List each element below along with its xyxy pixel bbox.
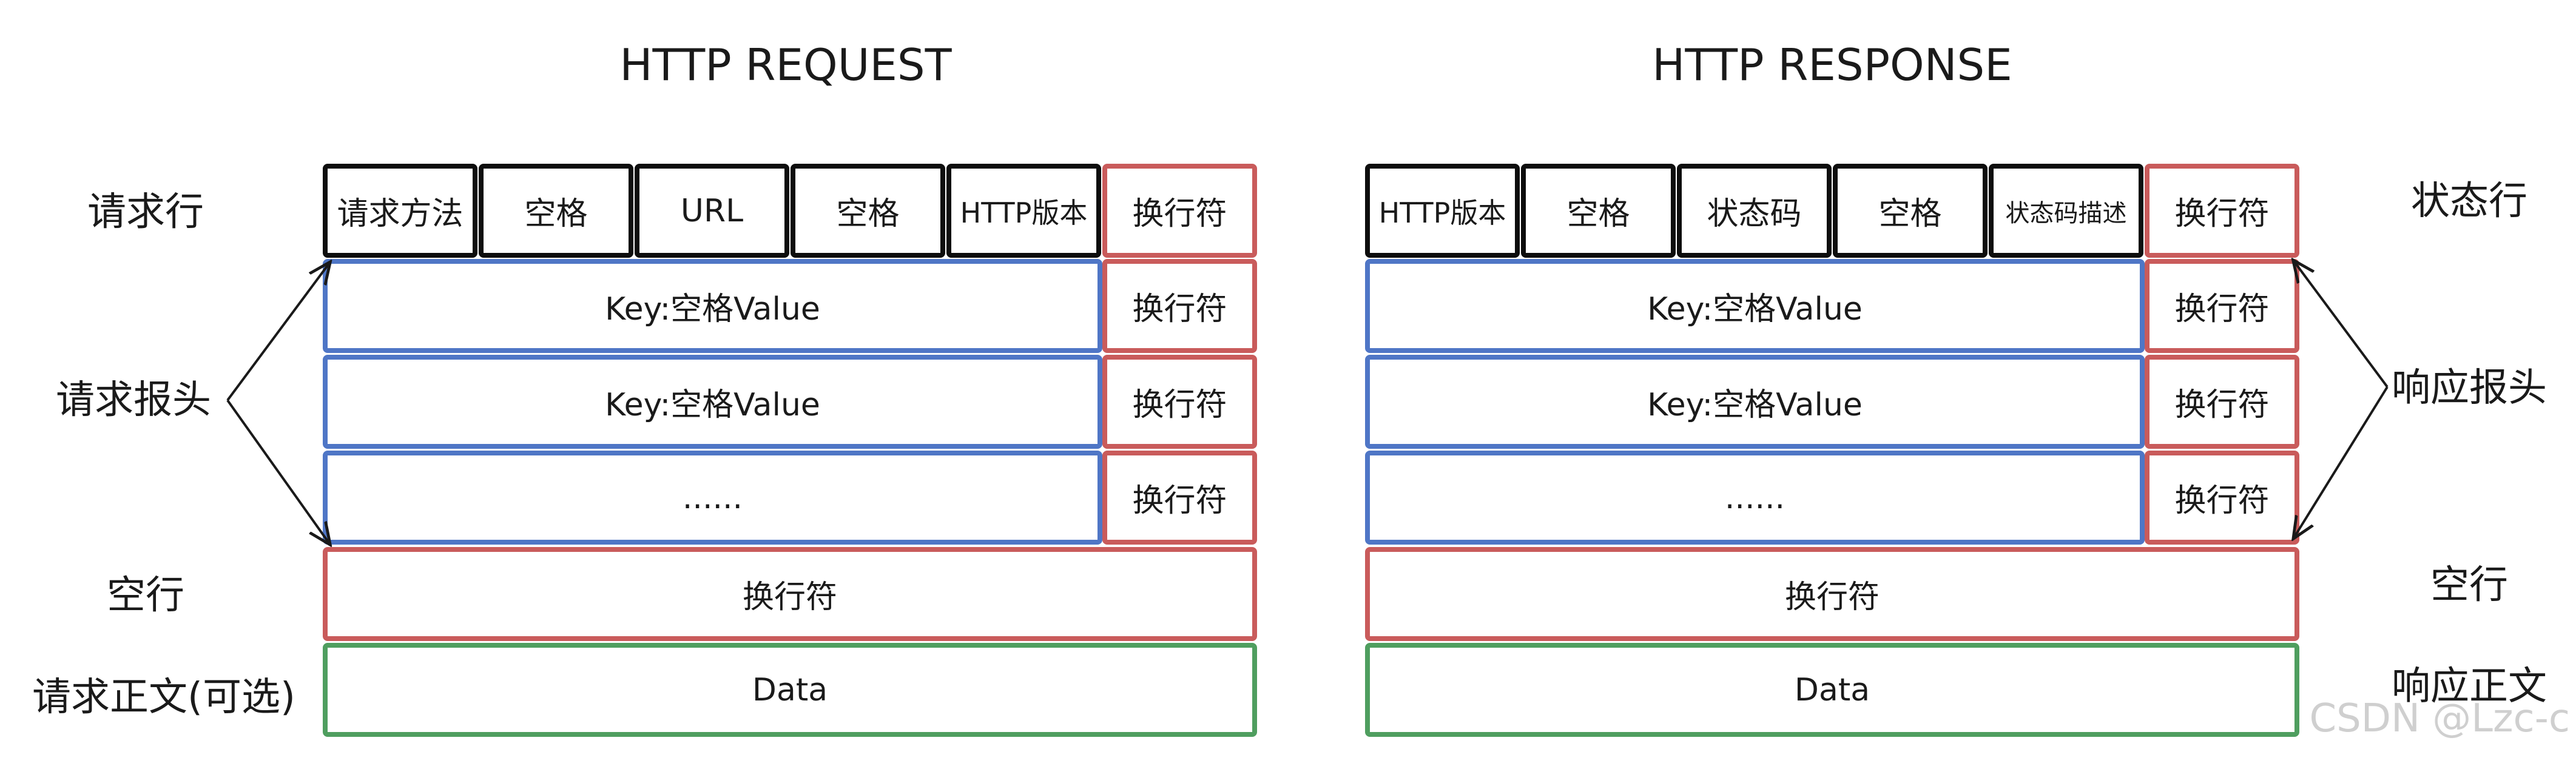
response-blank-line-label: 空行	[2430, 563, 2508, 608]
request-header-arrow-down	[226, 399, 329, 543]
request-method-cell: 请求方法	[323, 164, 477, 258]
response-status-line-label: 状态行	[2411, 179, 2527, 224]
response-headers-label: 响应报头	[2392, 366, 2547, 411]
request-header-row-3: ......	[323, 451, 1102, 545]
response-header-arrow-down	[2294, 386, 2389, 537]
response-line-crlf-cell: 换行符	[2145, 164, 2299, 258]
request-header-crlf-2: 换行符	[1102, 355, 1257, 449]
request-header-row-1: Key:空格Value	[323, 259, 1102, 353]
response-space-cell: 空格	[1521, 164, 1676, 258]
response-header-crlf-1: 换行符	[2145, 259, 2299, 353]
response-title: HTTP RESPONSE	[1652, 39, 2012, 90]
response-space-cell-2: 空格	[1833, 164, 1988, 258]
request-space-cell: 空格	[479, 164, 633, 258]
response-header-row-1: Key:空格Value	[1365, 259, 2145, 353]
response-http-version-cell: HTTP版本	[1365, 164, 1520, 258]
request-blank-line-cell: 换行符	[323, 547, 1257, 641]
csdn-watermark: CSDN @Lzc-c	[2309, 696, 2570, 741]
response-body-cell: Data	[1365, 643, 2299, 737]
request-blank-line-label: 空行	[107, 573, 184, 618]
request-header-row-2: Key:空格Value	[323, 355, 1102, 449]
response-header-crlf-3: 换行符	[2145, 451, 2299, 545]
request-header-arrow-up	[226, 264, 329, 401]
request-body-label: 请求正文(可选)	[32, 675, 295, 720]
response-body-label: 响应正文	[2392, 664, 2547, 709]
request-line-label: 请求行	[87, 190, 204, 235]
response-header-arrow-up	[2294, 262, 2389, 388]
response-status-code-cell: 状态码	[1677, 164, 1832, 258]
response-status-desc-cell: 状态码描述	[1989, 164, 2143, 258]
request-header-crlf-3: 换行符	[1102, 451, 1257, 545]
request-title: HTTP REQUEST	[619, 39, 952, 90]
request-header-crlf-1: 换行符	[1102, 259, 1257, 353]
request-headers-label: 请求报头	[56, 378, 211, 423]
request-space-cell-2: 空格	[791, 164, 945, 258]
request-url-cell: URL	[635, 164, 789, 258]
response-header-row-2: Key:空格Value	[1365, 355, 2145, 449]
response-header-row-3: ......	[1365, 451, 2145, 545]
request-http-version-cell: HTTP版本	[946, 164, 1101, 258]
response-blank-line-cell: 换行符	[1365, 547, 2299, 641]
response-header-crlf-2: 换行符	[2145, 355, 2299, 449]
request-line-crlf-cell: 换行符	[1102, 164, 1257, 258]
request-body-cell: Data	[323, 643, 1257, 737]
